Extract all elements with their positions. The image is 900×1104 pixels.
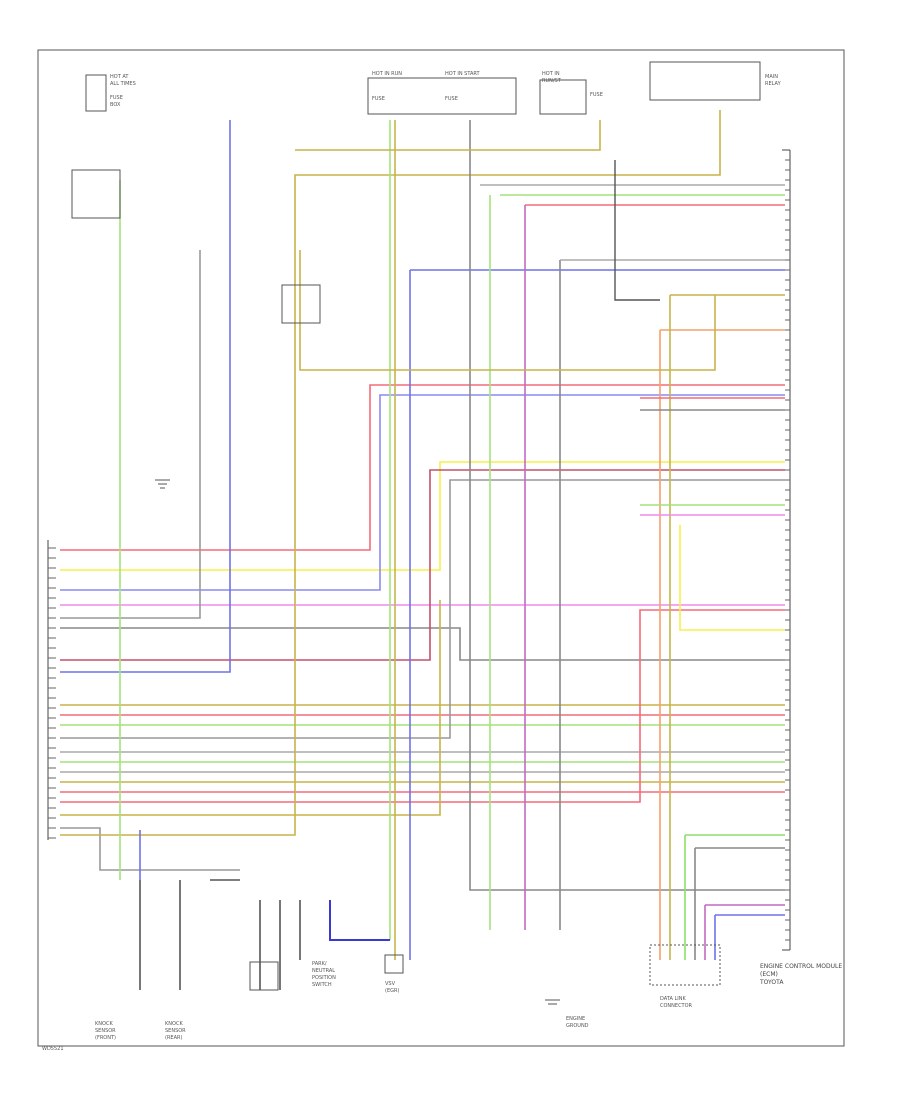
ecm-pin-ticks <box>785 159 790 941</box>
wire-blue-bottom <box>329 900 390 941</box>
switch-label-4: SWITCH <box>312 982 332 988</box>
fuse-box-right <box>539 79 587 115</box>
sensor-2-label-1: KNOCK <box>165 1021 183 1027</box>
fuse-left-label-4: FUSE <box>110 95 123 101</box>
fuse-box-left <box>85 74 107 112</box>
sensor-1-label-1: KNOCK <box>95 1021 113 1027</box>
fuse-left-label-5: BOX <box>110 102 121 108</box>
fuse-center-label-2: HOT IN START <box>445 71 481 77</box>
switch-label-2: NEUTRAL <box>312 968 335 974</box>
main-relay-label-1: MAIN <box>765 74 778 80</box>
wire-olive-4 <box>60 110 721 836</box>
wire-gray-1 <box>60 250 201 619</box>
wire-blue-1 <box>60 394 785 591</box>
fuse-center-label-5: FUSE <box>445 96 458 102</box>
sensor-2-label-3: (REAR) <box>165 1035 182 1041</box>
switch-label-1: PARK/ <box>312 961 327 967</box>
wire-gray-6 <box>60 827 240 871</box>
fuse-left-label-1: HOT AT <box>110 74 129 80</box>
wires <box>60 110 785 990</box>
fuse-right-label-4: FUSE <box>590 92 603 98</box>
wire-olive-3 <box>60 600 441 816</box>
wire-yellow-2 <box>679 525 785 631</box>
fuse-left-label-2: ALL TIMES <box>110 81 136 87</box>
sensor-1-label-3: (FRONT) <box>95 1035 116 1041</box>
wire-olive-v2 <box>295 120 601 151</box>
wire-gray-3 <box>60 479 785 739</box>
components <box>71 61 761 1005</box>
sensor-2-label-2: SENSOR <box>165 1028 186 1034</box>
fuse-box-center <box>367 77 517 115</box>
wire-yellow-1 <box>60 461 785 571</box>
footer-code: WD5521 <box>42 1046 64 1052</box>
ecm-label-3: TOYOTA <box>759 979 784 986</box>
diagram-frame <box>37 49 845 1047</box>
bottom-connector <box>649 944 721 986</box>
main-relay-label-2: RELAY <box>765 81 782 87</box>
switch-label-3: POSITION <box>312 975 336 981</box>
relay-switch <box>71 169 121 219</box>
left-pin-ticks <box>48 547 56 839</box>
wire-gray-8 <box>614 160 660 301</box>
wire-red-2 <box>60 469 785 661</box>
vsv-label-2: (EGR) <box>385 988 399 994</box>
ground-label-1: ENGINE <box>566 1016 585 1022</box>
bottom-sensor-2 <box>384 954 404 974</box>
wire-red-5 <box>60 609 785 803</box>
ecm-label-2: (ECM) <box>760 971 778 978</box>
ecm-label-1: ENGINE CONTROL MODULE <box>760 963 842 970</box>
wire-olive-5 <box>299 250 716 371</box>
fuse-right-label-2: RUN/ST <box>542 78 562 84</box>
fuse-center-label-1: HOT IN RUN <box>372 71 402 77</box>
ground-label-2: GROUND <box>566 1023 589 1029</box>
wire-gray-v1 <box>469 120 785 891</box>
wire-blue-2 <box>60 120 231 673</box>
wire-red-1 <box>60 384 785 551</box>
fuse-right-label-1: HOT IN <box>542 71 560 77</box>
fuse-center-label-4: FUSE <box>372 96 385 102</box>
sensor-1-label-2: SENSOR <box>95 1028 116 1034</box>
component-labels: HOT AT ALL TIMES FUSE BOX HOT IN RUN HOT… <box>42 71 842 1052</box>
main-relay-box <box>649 61 761 101</box>
connector-label-2: CONNECTOR <box>660 1003 693 1009</box>
vsv-label-1: VSV <box>385 981 396 987</box>
connector-label-1: DATA LINK <box>660 996 686 1002</box>
wire-gray-2 <box>60 627 785 661</box>
center-module <box>281 284 321 324</box>
bottom-sensor-1 <box>249 961 279 991</box>
